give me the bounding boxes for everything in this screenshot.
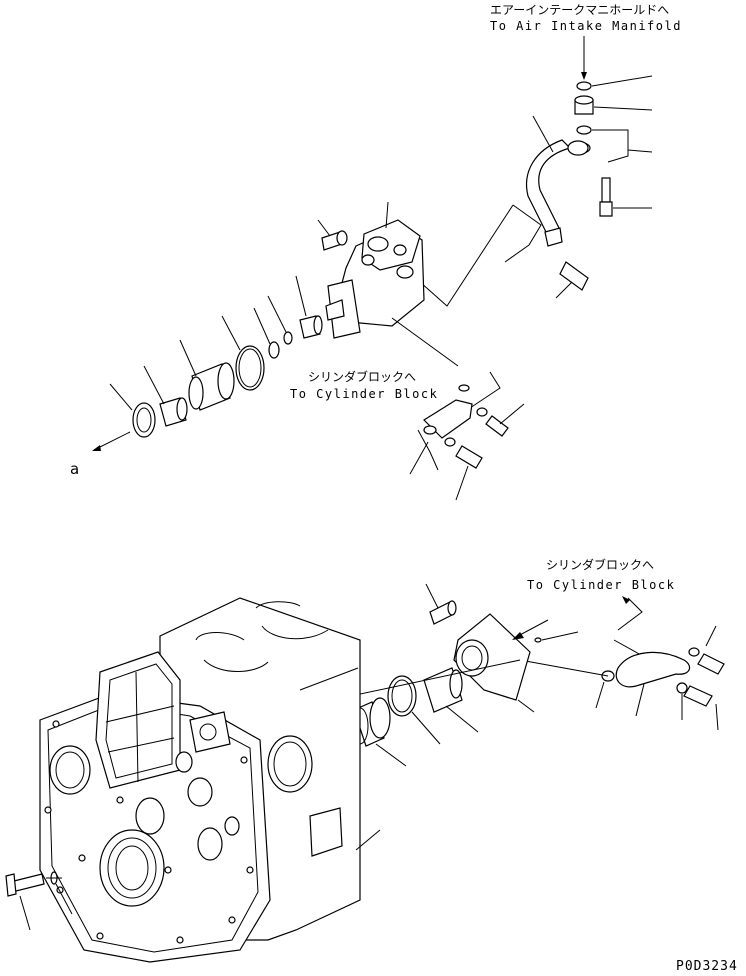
air-intake-label-jp: エアーインテークマニホールドへ bbox=[490, 3, 669, 17]
oil-pipe-loop bbox=[615, 651, 691, 688]
cover-flange bbox=[453, 613, 531, 701]
drawing-code: P0D3234 bbox=[676, 959, 738, 974]
lower-left-fasteners bbox=[5, 871, 73, 931]
crank-seal-bore bbox=[99, 829, 165, 907]
air-intake-label-en: To Air Intake Manifold bbox=[490, 19, 682, 33]
air-pipe bbox=[526, 139, 572, 237]
cyl-block-upper-en: To Cylinder Block bbox=[290, 387, 438, 401]
o-ring-upper bbox=[235, 345, 265, 391]
drive-parts-upper bbox=[92, 275, 323, 451]
engine-block bbox=[39, 597, 381, 963]
air-compressor bbox=[317, 201, 459, 367]
air-intake-label-group: エアーインテークマニホールドへ To Air Intake Manifold bbox=[490, 3, 682, 80]
oil-pipe-lower bbox=[519, 625, 725, 731]
cyl-block-lower-en: To Cylinder Block bbox=[527, 578, 675, 592]
bolt-vertical bbox=[601, 177, 611, 203]
shaft-nut bbox=[283, 331, 293, 345]
washer-mid bbox=[576, 125, 592, 135]
cyl-block-upper-label: シリンダブロックへ To Cylinder Block bbox=[290, 369, 438, 401]
cyl-block-lower-label: シリンダブロックへ To Cylinder Block bbox=[527, 557, 675, 631]
oil-pipe-upper bbox=[409, 371, 525, 501]
cyl-block-lower-jp: シリンダブロックへ bbox=[546, 557, 654, 572]
snap-ring bbox=[387, 675, 417, 717]
manifold-fittings bbox=[419, 75, 653, 307]
cyl-block-upper-jp: シリンダブロックへ bbox=[308, 369, 416, 384]
shaft-washer bbox=[268, 341, 280, 359]
washer-top bbox=[576, 81, 592, 91]
ref-a-left: a bbox=[70, 460, 79, 478]
banjo-bolt bbox=[559, 261, 589, 291]
